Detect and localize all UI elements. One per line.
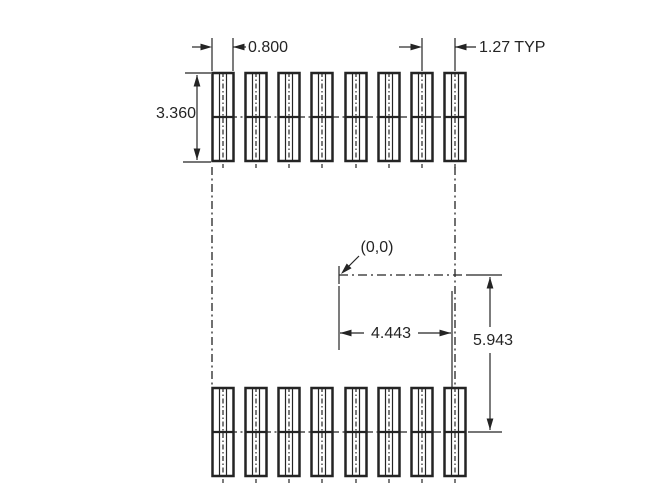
- dimension-line: [348, 255, 360, 267]
- label-origin: (0,0): [361, 239, 394, 256]
- label-origin-to-pin8-dimension: 4.443: [371, 325, 411, 342]
- label-origin-to-bottom-row-dimension: 5.943: [473, 332, 513, 349]
- extension-lines: [183, 38, 502, 433]
- arrowhead: [410, 43, 422, 51]
- origin-centerlines: [338, 266, 466, 284]
- arrowhead: [193, 148, 201, 160]
- arrowhead: [486, 418, 494, 430]
- arrowhead: [233, 43, 245, 51]
- label-pitch-dimension: 1.27 TYP: [479, 39, 545, 56]
- label-pad-width-dimension: 0.800: [248, 39, 288, 56]
- arrowhead: [340, 329, 352, 337]
- arrowhead: [200, 43, 212, 51]
- arrowhead: [486, 277, 494, 289]
- dimension-arrowheads: [193, 43, 494, 430]
- arrowhead: [193, 75, 201, 87]
- arrowhead: [455, 43, 467, 51]
- pad-array: [211, 71, 467, 483]
- vertical-centerlines: [211, 167, 456, 388]
- arrowhead: [439, 329, 451, 337]
- arrowhead: [341, 263, 352, 274]
- label-pad-height-dimension: 3.360: [156, 105, 196, 122]
